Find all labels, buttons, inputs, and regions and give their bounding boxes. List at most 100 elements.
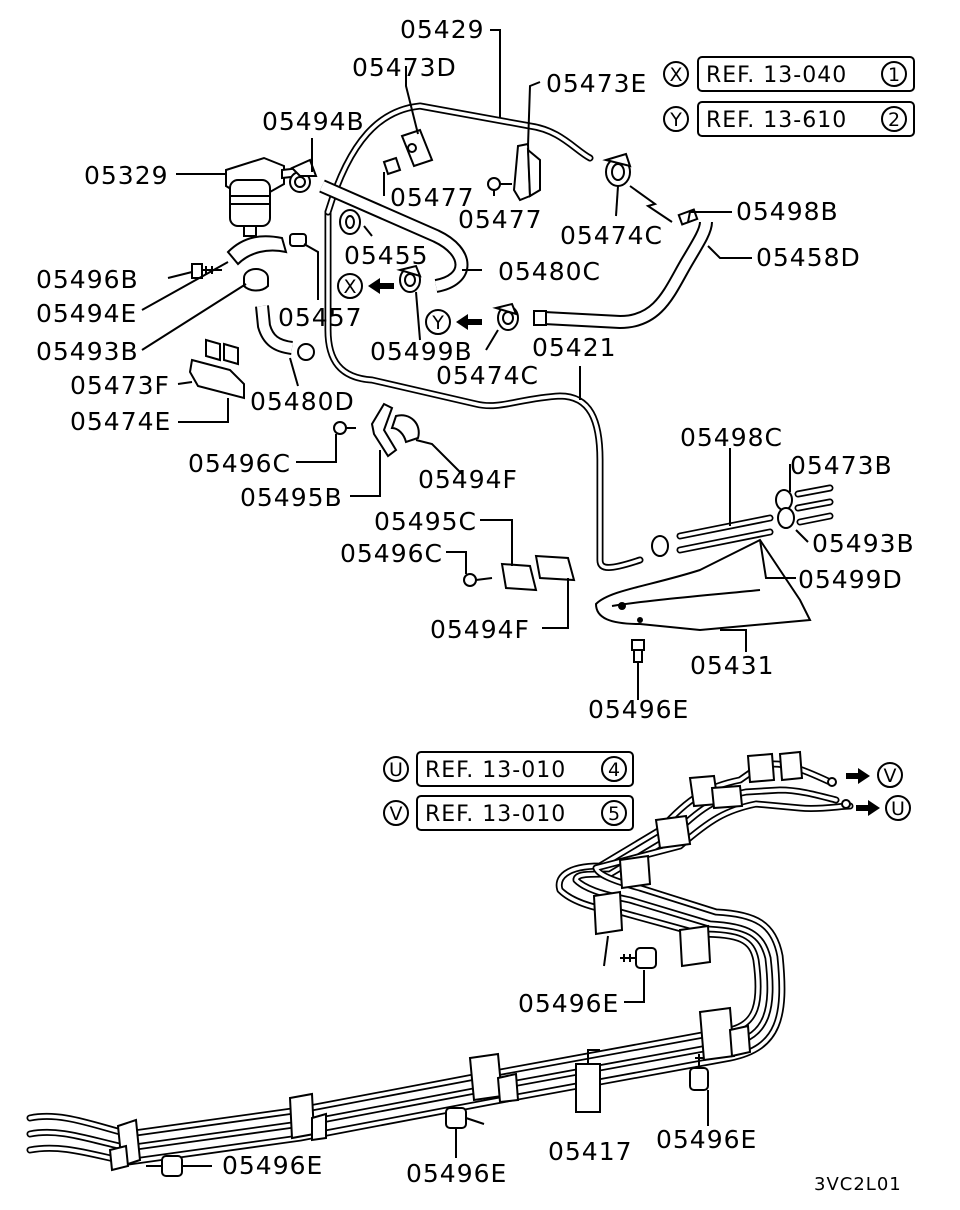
ref-box-v[interactable]: V REF. 13-010 5 [383,795,634,831]
label-05473E: 05473E [546,69,647,98]
label-05496E-e: 05496E [222,1151,323,1180]
label-05496E-c: 05496E [656,1125,757,1154]
collar-05457 [289,233,307,247]
label-05480C: 05480C [498,257,601,286]
label-05329: 05329 [84,161,169,190]
svg-text:4: 4 [608,759,620,781]
label-05421: 05421 [532,333,617,362]
clamp-05473B [775,484,834,529]
clamp-05494B [289,158,318,193]
label-05493B-b: 05493B [812,529,915,558]
ref-box-u[interactable]: U REF. 13-010 4 [383,751,634,787]
label-05496C-b: 05496C [340,539,443,568]
label-05496C-a: 05496C [188,449,291,478]
label-05494B: 05494B [262,107,365,136]
cushion-05494F-a [390,414,420,444]
svg-text:5: 5 [608,803,620,825]
fuel-filter-05329 [225,156,301,237]
arrow-u[interactable]: U [856,795,911,821]
arrow-x[interactable]: X [337,273,394,299]
bolt-05496E-center [445,1107,485,1129]
svg-text:X: X [669,64,682,86]
diagram-code: 3VC2L01 [814,1174,902,1195]
svg-text:V: V [884,765,897,787]
label-05473B: 05473B [790,451,893,480]
bolt-05477 [487,177,512,191]
svg-text:2: 2 [888,109,900,131]
bracket-plate-05431 [594,538,812,632]
label-05496E-b: 05496E [518,989,619,1018]
label-05429: 05429 [400,15,485,44]
label-05498C: 05498C [680,423,783,452]
bracket-05473E [512,142,541,202]
label-05474C-b: 05474C [436,361,539,390]
line-break [629,185,673,223]
ref-box-y[interactable]: Y REF. 13-610 2 [663,101,915,137]
svg-text:U: U [389,759,403,781]
label-05496E-a: 05496E [588,695,689,724]
hose-05480C [319,179,469,293]
label-05458D: 05458D [756,243,861,272]
clamp-05499B [396,264,422,293]
grommet-05455 [339,209,361,235]
label-05494E: 05494E [36,299,137,328]
label-05477-b: 05477 [458,205,543,234]
bolt-05496C-b [463,573,493,587]
label-05498B: 05498B [736,197,839,226]
clamp-05474C-mid [492,302,519,331]
cushion-05493B [243,268,269,292]
pipe-ends [827,777,851,809]
label-05473D: 05473D [352,53,457,82]
bolt-05496C-a [333,421,356,435]
label-05417: 05417 [548,1137,633,1166]
label-05494F-a: 05494F [418,465,518,494]
bolt-05496E-right [689,1054,709,1091]
label-05431: 05431 [690,651,775,680]
svg-text:REF. 13-040: REF. 13-040 [706,63,847,88]
svg-text:Y: Y [669,109,682,131]
bracket-05473F [188,338,245,400]
hoses-05498C [651,514,774,557]
bolt-05496E-mid [620,947,657,969]
leader-lines-top [141,29,809,700]
svg-text:X: X [343,276,356,298]
label-05474C-a: 05474C [560,221,663,250]
label-05494F-b: 05494F [430,615,530,644]
svg-text:V: V [390,803,403,825]
label-05473F: 05473F [70,371,170,400]
svg-text:REF. 13-010: REF. 13-010 [425,802,566,827]
label-05496E-d: 05496E [406,1159,507,1188]
label-05499D: 05499D [798,565,903,594]
label-05457: 05457 [278,303,363,332]
svg-text:1: 1 [888,64,900,86]
pipe-clips [108,750,804,1172]
label-05480D: 05480D [250,387,355,416]
arrow-v[interactable]: V [846,762,903,788]
label-05477-a: 05477 [390,183,475,212]
pipe-05429 [324,102,644,571]
leader-lines-bottom [182,935,709,1167]
svg-text:U: U [891,798,905,820]
arrow-y[interactable]: Y [425,309,482,335]
bracket-05495C [500,554,576,592]
label-05496B: 05496B [36,265,139,294]
svg-text:Y: Y [431,312,444,334]
bracket-05495B [370,402,398,458]
label-05455: 05455 [344,241,429,270]
svg-text:REF. 13-010: REF. 13-010 [425,758,566,783]
label-05495B: 05495B [240,483,343,512]
label-box-05417 [575,1049,601,1113]
label-05499B: 05499B [370,337,473,366]
label-05474E: 05474E [70,407,171,436]
bolt-05496E-top [631,639,645,663]
ref-box-x[interactable]: X REF. 13-040 1 [663,56,915,92]
bracket-05473D [382,128,434,176]
hose-05480D [255,305,315,361]
label-05495C: 05495C [374,507,477,536]
bolt-05496B [191,263,222,279]
bracket-05494E [226,235,288,266]
svg-text:REF. 13-610: REF. 13-610 [706,108,847,133]
label-05493B-a: 05493B [36,337,139,366]
clamp-05474C-top [602,152,632,187]
